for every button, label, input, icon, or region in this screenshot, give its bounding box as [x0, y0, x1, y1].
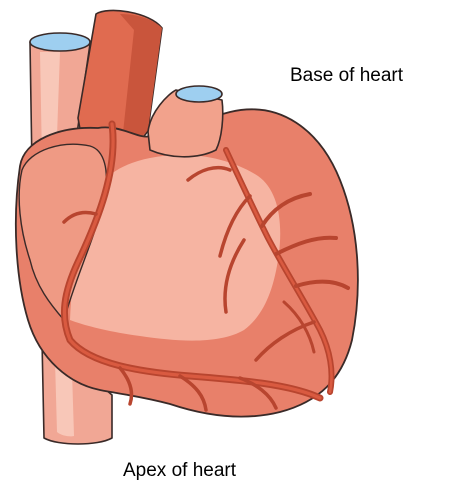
apex-of-heart-label: Apex of heart: [123, 461, 236, 480]
superior-vena-cava-opening: [30, 33, 90, 51]
pulmonary-trunk-opening: [176, 86, 222, 102]
base-of-heart-label: Base of heart: [290, 66, 403, 85]
